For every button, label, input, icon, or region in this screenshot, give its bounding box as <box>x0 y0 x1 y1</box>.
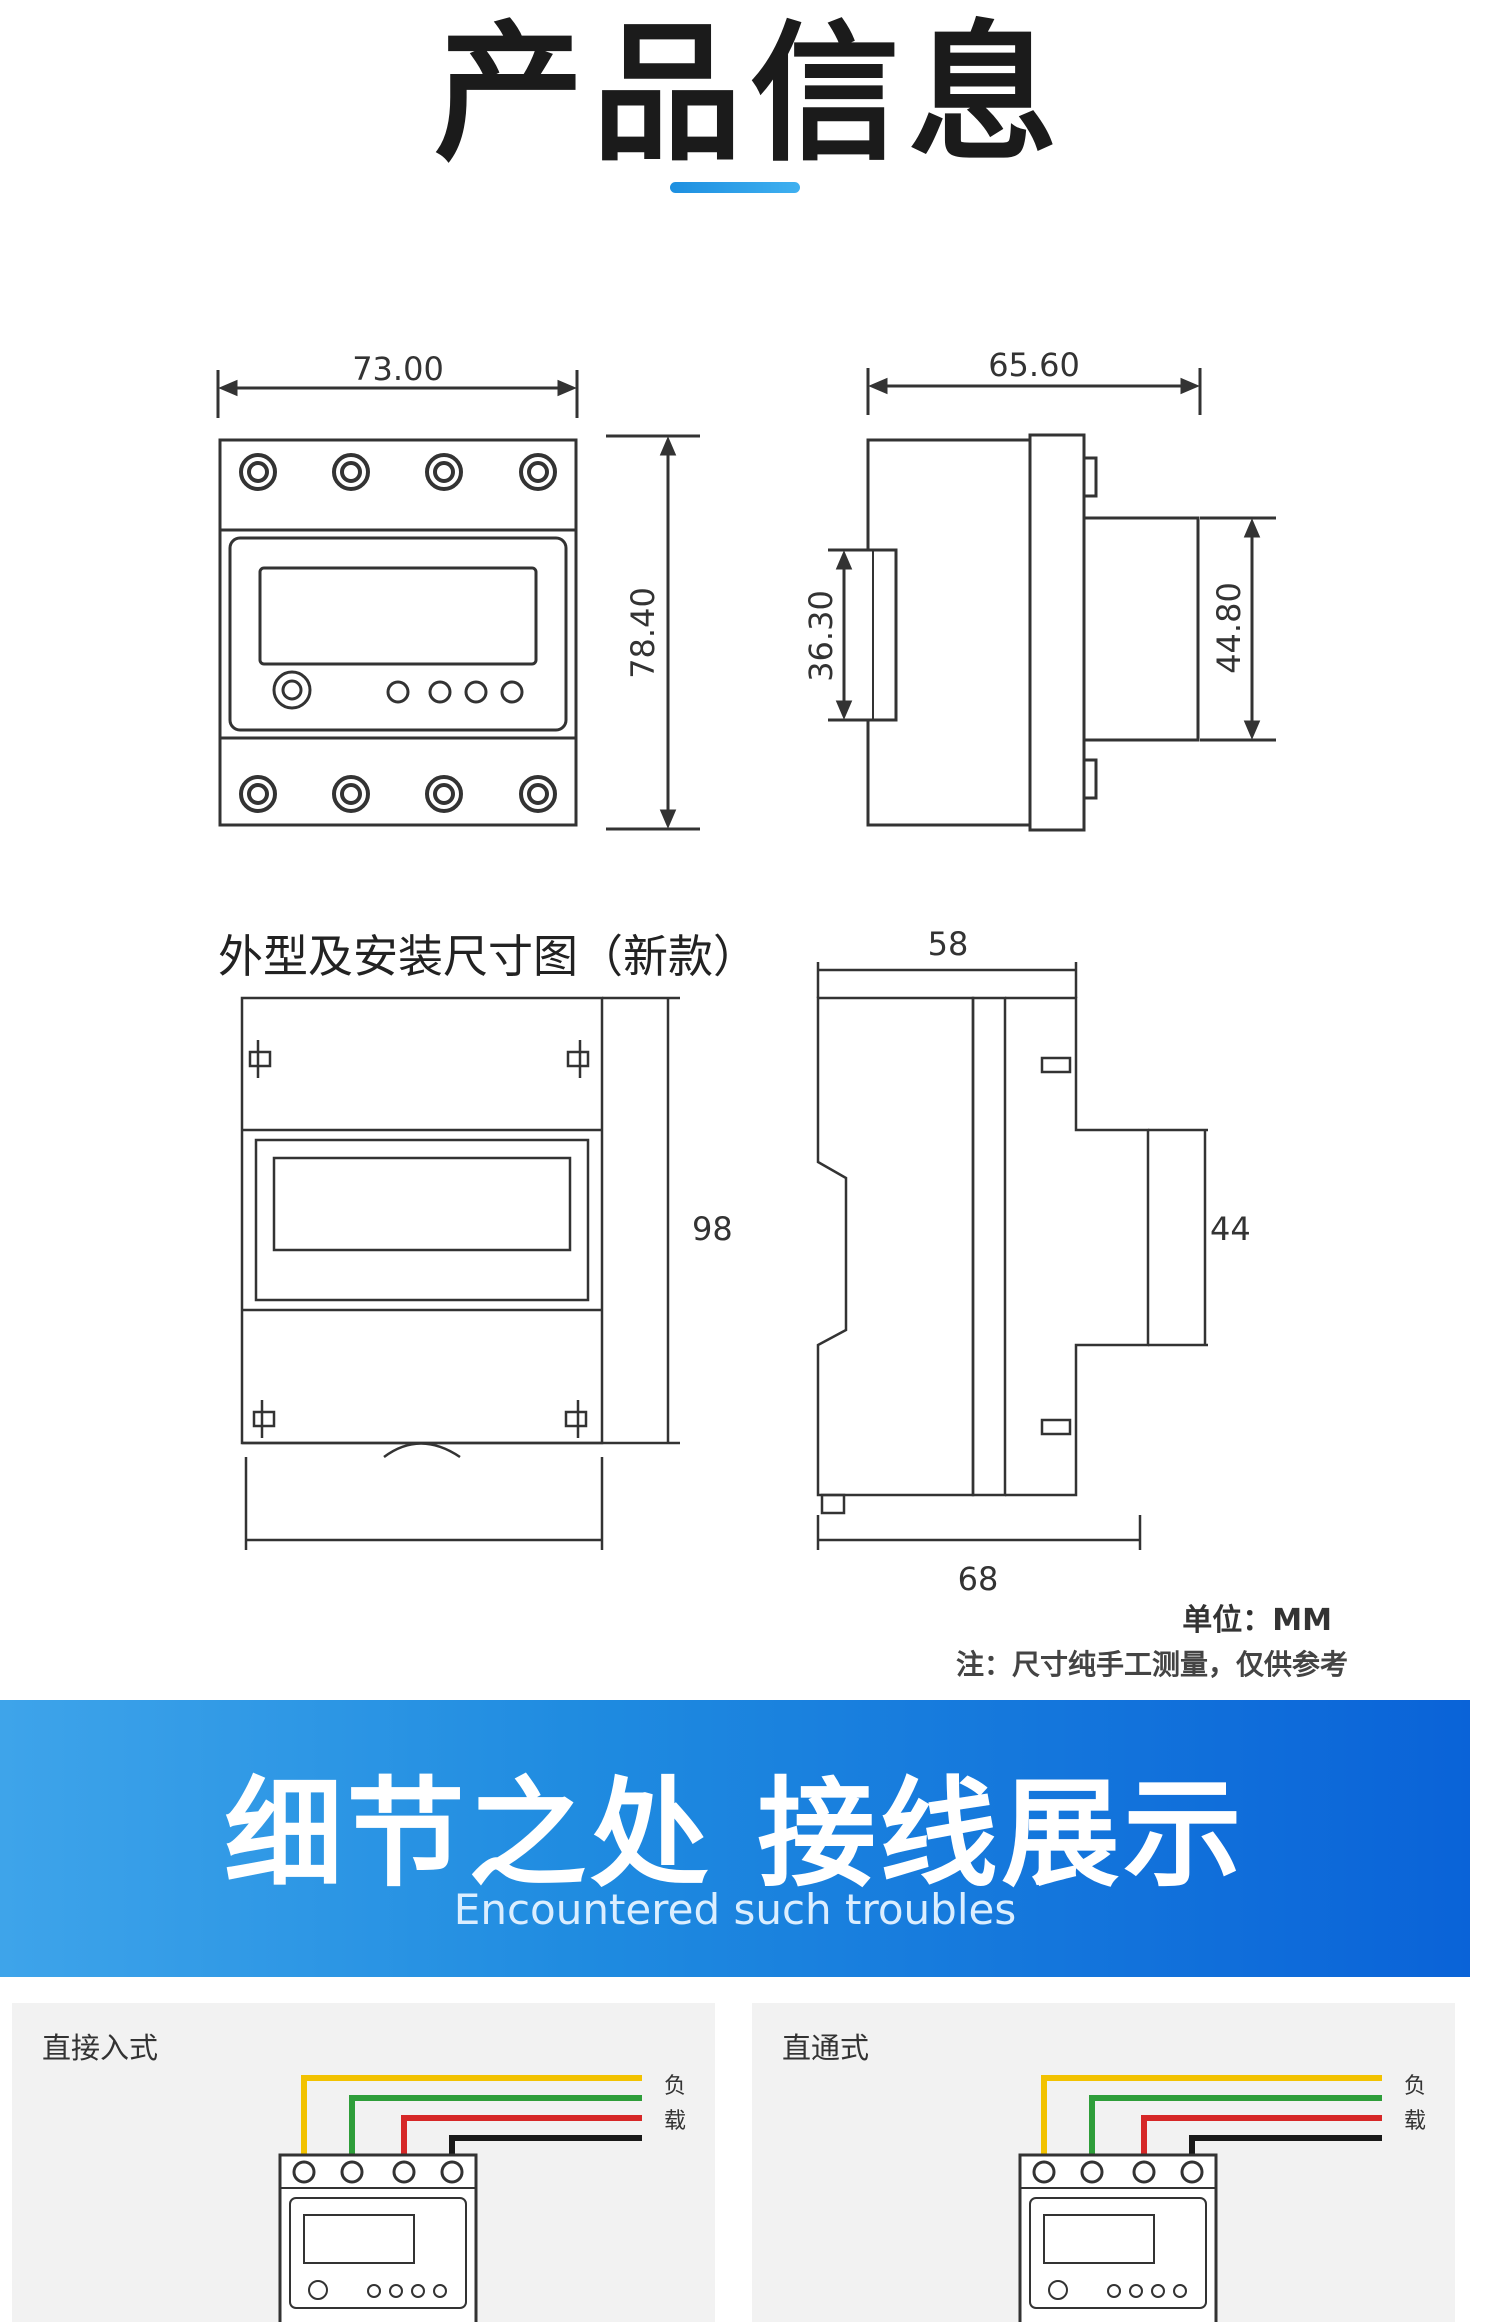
top-side-view: 65.60 36.30 44.80 <box>802 346 1276 832</box>
title-underline <box>670 182 800 193</box>
dim-bottom-front-height: 98 <box>692 1210 733 1248</box>
load-char-1: 负 <box>1404 2074 1426 2099</box>
wiring-label-direct-input: 直接入式 <box>42 2031 159 2065</box>
unit-label: 单位：MM <box>1182 1603 1332 1638</box>
load-char-2: 载 <box>1404 2109 1426 2134</box>
page-title: 产品信息 <box>433 8 1066 182</box>
bottom-front-view: 98 <box>240 996 733 1550</box>
section-banner: 细节之处 接线展示 Encountered such troubles <box>0 1700 1470 1977</box>
measurement-note: 注：尺寸纯手工测量，仅供参考 <box>955 1648 1348 1681</box>
load-char-1: 负 <box>664 2074 686 2099</box>
dim-bottom-side-top: 58 <box>928 925 969 963</box>
dim-top-side-width: 65.60 <box>988 346 1080 384</box>
banner-subtitle: Encountered such troubles <box>453 1885 1017 1934</box>
top-front-view: 73.00 78.40 <box>216 350 700 831</box>
dim-top-side-rail-right: 44.80 <box>1210 582 1248 674</box>
dimension-drawing: 73.00 78.40 <box>0 300 1500 1720</box>
drawing-caption: 外型及安装尺寸图（新款） <box>218 930 759 983</box>
dim-top-front-height: 78.40 <box>624 587 662 679</box>
banner-title: 细节之处 接线展示 <box>224 1765 1246 1903</box>
load-char-2: 载 <box>664 2109 686 2134</box>
dim-bottom-side-bottom: 68 <box>958 1560 999 1598</box>
wiring-label-pass-through: 直通式 <box>782 2031 870 2065</box>
dim-top-front-width: 73.00 <box>352 350 444 388</box>
wiring-panel-direct-input: 直接入式 负 载 <box>12 2003 715 2322</box>
dim-top-side-rail-left: 36.30 <box>802 590 840 682</box>
bottom-side-view: 58 44 68 <box>816 925 1251 1598</box>
wiring-panel-pass-through: 直通式 负 载 <box>752 2003 1455 2322</box>
dim-bottom-side-rail: 44 <box>1210 1210 1251 1248</box>
